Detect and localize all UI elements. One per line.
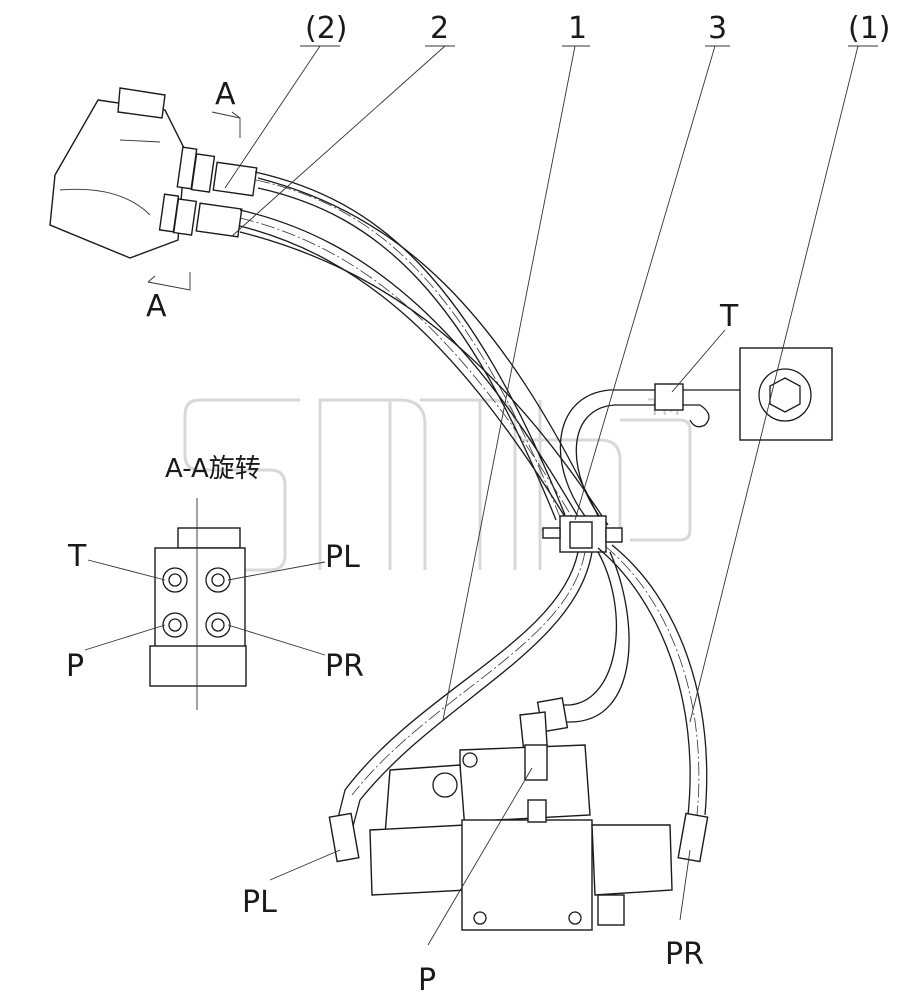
pilot-valve-assembly — [49, 87, 258, 259]
bottom-label-pr: PR — [665, 937, 704, 972]
section-view-aa — [84, 498, 326, 710]
callout-t-top: T — [719, 299, 739, 334]
junction-block — [542, 515, 623, 553]
bottom-label-pl: PL — [242, 885, 277, 920]
bottom-label-p: P — [418, 963, 436, 998]
port-t-fitting — [162, 567, 188, 593]
section-mark-top: A — [215, 77, 236, 112]
callout-1-parenthesized: (1) — [848, 11, 891, 46]
section-port-pr: PR — [325, 649, 364, 684]
callout-leaders — [224, 45, 878, 946]
hose-bundle-upper — [239, 171, 609, 526]
callout-1: 1 — [568, 11, 587, 46]
hose-bundle-lower — [334, 544, 708, 831]
callout-2: 2 — [430, 11, 449, 46]
section-markers — [147, 111, 241, 291]
pump-assembly — [328, 697, 709, 931]
section-title: A-A旋转 — [165, 454, 261, 484]
section-port-t: T — [67, 539, 87, 574]
port-pr-fitting — [205, 612, 231, 638]
callout-3: 3 — [708, 11, 727, 46]
port-p-fitting — [162, 612, 188, 638]
section-mark-bottom: A — [146, 289, 167, 324]
callout-2-parenthesized: (2) — [305, 11, 348, 46]
tank-line — [559, 347, 833, 526]
section-port-pl: PL — [325, 540, 360, 575]
section-port-p: P — [66, 649, 84, 684]
